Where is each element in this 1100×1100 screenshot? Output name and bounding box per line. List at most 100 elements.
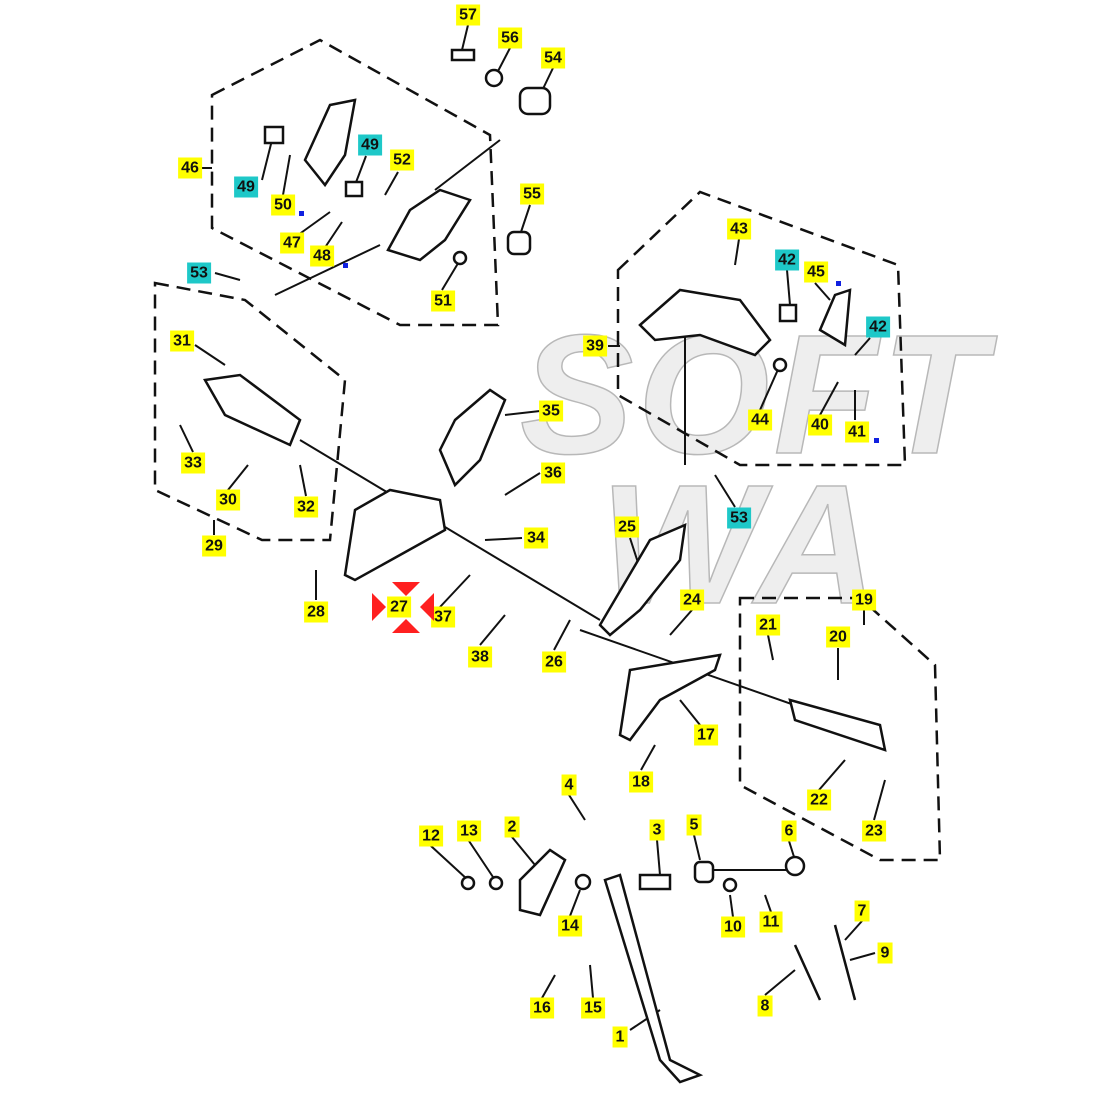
marker-icon — [299, 211, 304, 216]
callout-32[interactable]: 32 — [294, 496, 318, 518]
washer-51 — [452, 250, 468, 266]
callout-31[interactable]: 31 — [170, 330, 194, 352]
callout-18[interactable]: 18 — [629, 771, 653, 793]
holder-rear-right — [638, 288, 772, 357]
washer-13 — [488, 875, 504, 891]
callout-47[interactable]: 47 — [280, 232, 304, 254]
callout-7[interactable]: 7 — [854, 900, 870, 922]
washer-56 — [484, 68, 504, 88]
group-39-outline — [616, 190, 907, 467]
bracket-left-27 — [343, 488, 447, 582]
callout-57[interactable]: 57 — [456, 4, 480, 26]
callout-23[interactable]: 23 — [862, 820, 886, 842]
parts — [203, 48, 887, 1084]
callout-35[interactable]: 35 — [539, 400, 563, 422]
callout-52[interactable]: 52 — [390, 149, 414, 171]
callout-30[interactable]: 30 — [216, 489, 240, 511]
callout-2[interactable]: 2 — [504, 816, 520, 838]
callout-49[interactable]: 49 — [358, 134, 382, 156]
callout-38[interactable]: 38 — [468, 646, 492, 668]
marker-icon — [343, 263, 348, 268]
sidestand-1 — [603, 873, 704, 1084]
callout-46[interactable]: 46 — [178, 157, 202, 179]
callout-29[interactable]: 29 — [202, 535, 226, 557]
nut-12 — [460, 875, 476, 891]
callout-15[interactable]: 15 — [581, 997, 605, 1019]
holder-rear-left — [386, 188, 472, 262]
callout-25[interactable]: 25 — [615, 516, 639, 538]
callout-53[interactable]: 53 — [187, 262, 211, 284]
callout-28[interactable]: 28 — [304, 601, 328, 623]
callout-21[interactable]: 21 — [756, 614, 780, 636]
bracket-right-17 — [618, 653, 722, 742]
callout-44[interactable]: 44 — [748, 409, 772, 431]
bracket-49 — [263, 125, 285, 145]
callout-27-selected[interactable]: 27 — [387, 596, 411, 618]
collar-55 — [506, 230, 532, 256]
selection-arrow-up-icon — [392, 619, 420, 633]
plate-49 — [344, 180, 364, 198]
plate-42 — [778, 303, 798, 323]
callout-36[interactable]: 36 — [541, 462, 565, 484]
group-outlines — [153, 38, 942, 862]
callout-16[interactable]: 16 — [530, 997, 554, 1019]
callout-54[interactable]: 54 — [541, 47, 565, 69]
callout-13[interactable]: 13 — [457, 820, 481, 842]
marker-icon — [836, 281, 841, 286]
plate-5 — [693, 860, 715, 884]
callout-24[interactable]: 24 — [680, 589, 704, 611]
footrest-rear-right — [818, 288, 852, 348]
callout-51[interactable]: 51 — [431, 290, 455, 312]
callout-55[interactable]: 55 — [520, 183, 544, 205]
callout-39[interactable]: 39 — [583, 335, 607, 357]
callout-5[interactable]: 5 — [686, 814, 702, 836]
callout-1[interactable]: 1 — [612, 1026, 628, 1048]
callout-49[interactable]: 49 — [234, 176, 258, 198]
callout-56[interactable]: 56 — [498, 27, 522, 49]
callout-33[interactable]: 33 — [181, 452, 205, 474]
callout-19[interactable]: 19 — [852, 589, 876, 611]
bolt-57 — [450, 48, 476, 62]
callout-45[interactable]: 45 — [804, 261, 828, 283]
callout-42[interactable]: 42 — [775, 249, 799, 271]
heel-guard-25 — [598, 522, 687, 637]
callout-26[interactable]: 26 — [542, 651, 566, 673]
callout-17[interactable]: 17 — [694, 724, 718, 746]
callout-53[interactable]: 53 — [727, 507, 751, 529]
callout-42[interactable]: 42 — [866, 316, 890, 338]
callout-48[interactable]: 48 — [310, 245, 334, 267]
callout-34[interactable]: 34 — [524, 527, 548, 549]
callout-9[interactable]: 9 — [877, 942, 893, 964]
group-46-outline — [210, 38, 500, 327]
callout-6[interactable]: 6 — [781, 820, 797, 842]
callout-41[interactable]: 41 — [845, 421, 869, 443]
springs — [793, 924, 857, 1001]
callout-4[interactable]: 4 — [561, 774, 577, 796]
washer-44 — [772, 357, 788, 373]
heel-guard-35 — [438, 388, 507, 488]
group-29-outline — [153, 281, 347, 542]
callout-11[interactable]: 11 — [759, 911, 783, 933]
callout-22[interactable]: 22 — [807, 789, 831, 811]
callout-37[interactable]: 37 — [431, 606, 455, 628]
callout-10[interactable]: 10 — [721, 916, 745, 938]
bushing-54 — [518, 86, 552, 116]
footrest-right — [788, 698, 887, 752]
callout-3[interactable]: 3 — [649, 819, 665, 841]
bolt-3 — [638, 873, 672, 891]
bracket-2 — [518, 848, 567, 917]
selection-arrow-left-icon — [420, 593, 434, 621]
plate-6 — [784, 855, 806, 877]
callout-8[interactable]: 8 — [757, 995, 773, 1017]
washer-14 — [574, 873, 592, 891]
callout-40[interactable]: 40 — [808, 414, 832, 436]
nut-10 — [722, 877, 738, 893]
callout-50[interactable]: 50 — [271, 194, 295, 216]
callout-12[interactable]: 12 — [419, 825, 443, 847]
callout-43[interactable]: 43 — [727, 218, 751, 240]
marker-icon — [874, 438, 879, 443]
footrest-left — [203, 373, 302, 447]
callout-20[interactable]: 20 — [826, 626, 850, 648]
callout-14[interactable]: 14 — [558, 915, 582, 937]
